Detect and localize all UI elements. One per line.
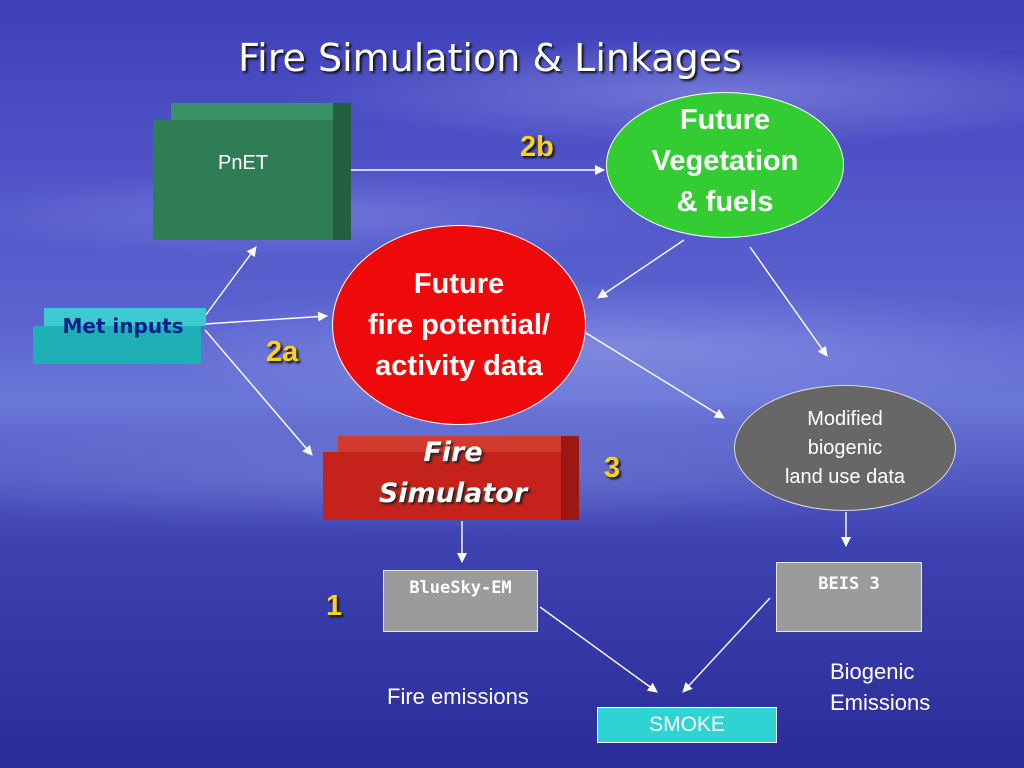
biogenic-emissions-line-1: Biogenic	[830, 659, 915, 684]
pnet-box-top	[171, 103, 351, 120]
fire-simulator-box-top	[338, 436, 578, 452]
arrow-bluesky-to-smoke	[539, 606, 658, 693]
arrow-vegetation-to-fire-potential	[597, 239, 685, 299]
future-fire-line-2: fire potential/	[367, 309, 551, 341]
beis-box	[776, 562, 922, 632]
modified-biogenic-line-2: biogenic	[807, 437, 883, 459]
step-label-3: 3	[604, 452, 621, 484]
bluesky-em-box	[383, 570, 538, 632]
future-vegetation-line-1: Future	[679, 104, 771, 136]
arrow-fire-potential-to-biogenic	[585, 332, 725, 419]
future-vegetation-line-3: & fuels	[676, 186, 774, 218]
pnet-box-side	[333, 103, 351, 240]
met-inputs-box-top	[44, 308, 206, 326]
arrow-vegetation-to-biogenic	[749, 246, 828, 357]
fire-simulator-label: Fire Simulator	[323, 432, 583, 514]
future-fire-potential-node	[332, 225, 586, 425]
fire-simulator-line-1: Fire	[423, 437, 483, 468]
modified-biogenic-node	[734, 385, 956, 511]
future-vegetation-line-2: Vegetation	[651, 145, 799, 177]
smoke-box	[597, 707, 777, 743]
arrow-met-to-pnet	[204, 246, 257, 317]
modified-biogenic-label: Modified biogenic land use data	[734, 405, 956, 492]
future-vegetation-label: Future Vegetation & fuels	[606, 100, 844, 223]
step-label-2a: 2a	[266, 336, 299, 368]
fire-simulator-line-2: Simulator	[378, 478, 528, 509]
future-fire-potential-label: Future fire potential/ activity data	[332, 264, 586, 387]
step-label-1: 1	[326, 590, 343, 622]
met-inputs-label: Met inputs	[62, 314, 184, 338]
arrow-met-to-fire-simulator	[204, 329, 313, 456]
fire-simulator-box	[323, 452, 561, 520]
beis-label: BEIS 3	[818, 574, 880, 594]
pnet-label: PnET	[217, 152, 269, 174]
bluesky-em-label: BlueSky-EM	[409, 578, 512, 598]
modified-biogenic-line-1: Modified	[807, 408, 883, 430]
arrow-met-to-fire-potential	[204, 311, 328, 325]
slide-title: Fire Simulation & Linkages	[238, 36, 742, 80]
pnet-box	[153, 120, 333, 240]
smoke-label: SMOKE	[649, 713, 725, 736]
arrow-beis-to-smoke	[682, 597, 771, 693]
modified-biogenic-line-3: land use data	[784, 466, 906, 488]
fire-simulator-box-side	[561, 436, 579, 520]
future-fire-line-1: Future	[413, 268, 505, 300]
future-fire-line-3: activity data	[375, 350, 543, 382]
future-vegetation-node	[606, 92, 844, 238]
met-inputs-box	[33, 326, 201, 364]
fire-emissions-caption: Fire emissions	[387, 684, 529, 709]
step-label-2b: 2b	[520, 131, 554, 163]
biogenic-emissions-caption: Biogenic Emissions	[830, 656, 930, 718]
biogenic-emissions-line-2: Emissions	[830, 690, 931, 715]
